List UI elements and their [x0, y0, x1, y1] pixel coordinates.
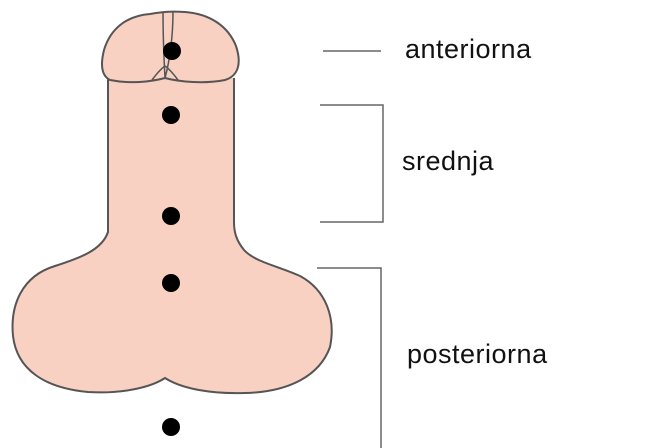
- marker-anterior: [163, 42, 181, 60]
- middle-bracket: [320, 105, 383, 222]
- label-posterior: posteriorna: [407, 339, 548, 370]
- posterior-bracket: [317, 268, 381, 448]
- label-anterior: anteriorna: [405, 34, 532, 65]
- marker-middle-2: [162, 207, 180, 225]
- marker-posterior-1: [162, 274, 180, 292]
- marker-middle-1: [162, 106, 180, 124]
- marker-posterior-2: [162, 418, 180, 436]
- label-middle: srednja: [402, 146, 494, 177]
- shaft-outline: [13, 78, 332, 393]
